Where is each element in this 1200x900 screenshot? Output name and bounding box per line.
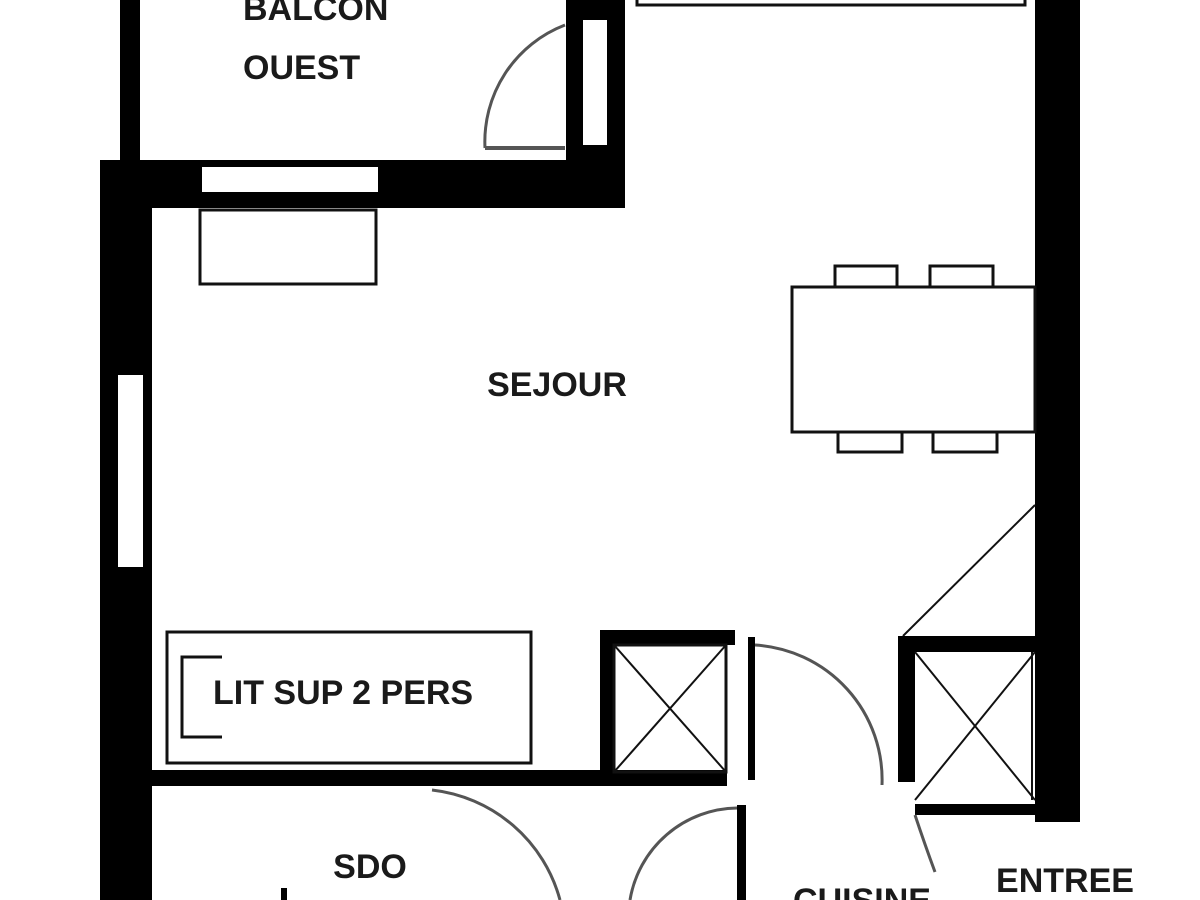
sdo-fixture bbox=[281, 888, 287, 900]
window-top-right bbox=[635, 0, 1027, 7]
furniture-cabinet bbox=[198, 208, 378, 286]
label-lit-sup: LIT SUP 2 PERS bbox=[213, 674, 473, 712]
balcony-left-wall bbox=[120, 0, 140, 162]
closet-2 bbox=[898, 636, 1036, 801]
label-ouest: OUEST bbox=[243, 49, 360, 87]
sdo-door-swing bbox=[431, 788, 562, 900]
closet-1 bbox=[600, 630, 735, 774]
extra-bed bbox=[165, 630, 533, 765]
sdo-top-wall bbox=[152, 770, 727, 786]
door-swing bbox=[754, 643, 884, 786]
door-stub bbox=[748, 637, 755, 780]
chair bbox=[833, 264, 899, 289]
entree-door-swing bbox=[913, 814, 937, 873]
cuisine-wall bbox=[737, 805, 746, 900]
chair bbox=[928, 264, 995, 289]
chair bbox=[931, 430, 999, 454]
entree-wall bbox=[915, 804, 1040, 815]
bed bbox=[165, 630, 533, 765]
diagonal-line bbox=[902, 504, 1036, 637]
table bbox=[790, 285, 1037, 434]
window-left bbox=[118, 375, 143, 567]
label-balcon: BALCON bbox=[243, 0, 388, 28]
label-sejour: SEJOUR bbox=[487, 366, 627, 404]
dining-table bbox=[790, 264, 1037, 454]
bed-pillow bbox=[180, 655, 222, 739]
chair bbox=[836, 430, 904, 454]
label-cuisine: CUISINE bbox=[793, 882, 931, 900]
window-top bbox=[202, 167, 378, 192]
label-entree: ENTREE bbox=[996, 862, 1134, 900]
cuisine-door-swing bbox=[628, 806, 738, 900]
walls bbox=[100, 0, 1080, 900]
label-sdo: SDO bbox=[333, 848, 407, 886]
right-wall bbox=[1035, 0, 1080, 822]
window-balcony-door bbox=[583, 20, 607, 145]
balcony-door-swing bbox=[483, 23, 566, 149]
